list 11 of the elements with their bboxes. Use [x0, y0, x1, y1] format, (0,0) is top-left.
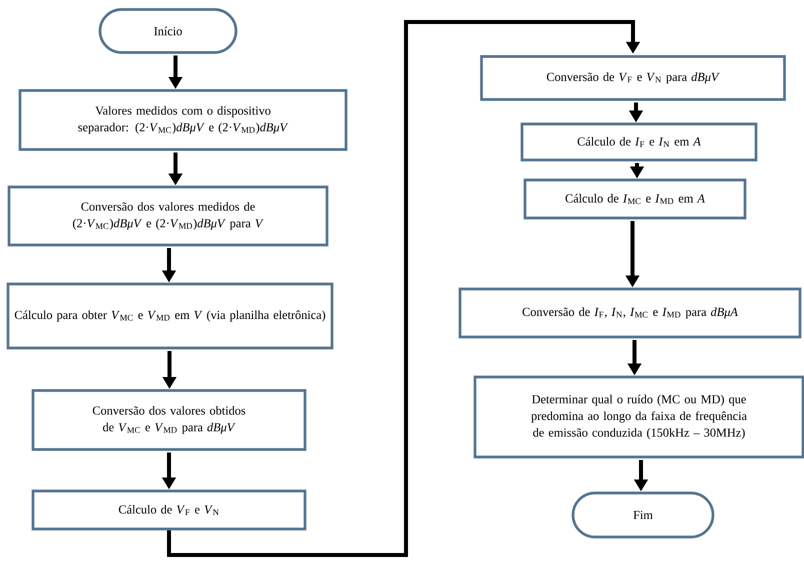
process-box: Valores medidos com o dispositivo separador: (2·V$_{MC}$)dBμV e (2·V$_{MD}$)dBμV [18, 89, 348, 151]
process-box: Cálculo para obter V$_{MC}$ e V$_{MD}$ em V (via planilha eletrônica) [6, 282, 334, 350]
process-box: Conversão dos valores medidos de (2·V$_{MC}$)dBμV e (2·V$_{MD}$)dBμV para V [8, 186, 328, 246]
process-box: Conversão de V$_{F}$ e V$_{N}$ para dBμV [480, 55, 786, 101]
connector-arrow [167, 20, 640, 557]
process-box: Cálculo de V$_{F}$ e V$_{N}$ [32, 490, 306, 530]
process-box: Conversão de I$_{F}$, I$_{N}$, I$_{MC}$ e I$_{MD}$ para dBμA [458, 288, 802, 338]
process-box: Cálculo de I$_{MC}$ e I$_{MD}$ em A [524, 178, 746, 220]
process-box: Determinar qual o ruído (MC ou MD) que predomina ao longo da faixa de frequência de emissão conduzida (150kHz – 30MHz) [474, 376, 804, 458]
process-box: Cálculo de I$_{F}$ e I$_{N}$ em A [520, 122, 758, 162]
process-box: Conversão dos valores obtidos de V$_{MC}$ e V$_{MD}$ para dBμV [32, 389, 306, 451]
